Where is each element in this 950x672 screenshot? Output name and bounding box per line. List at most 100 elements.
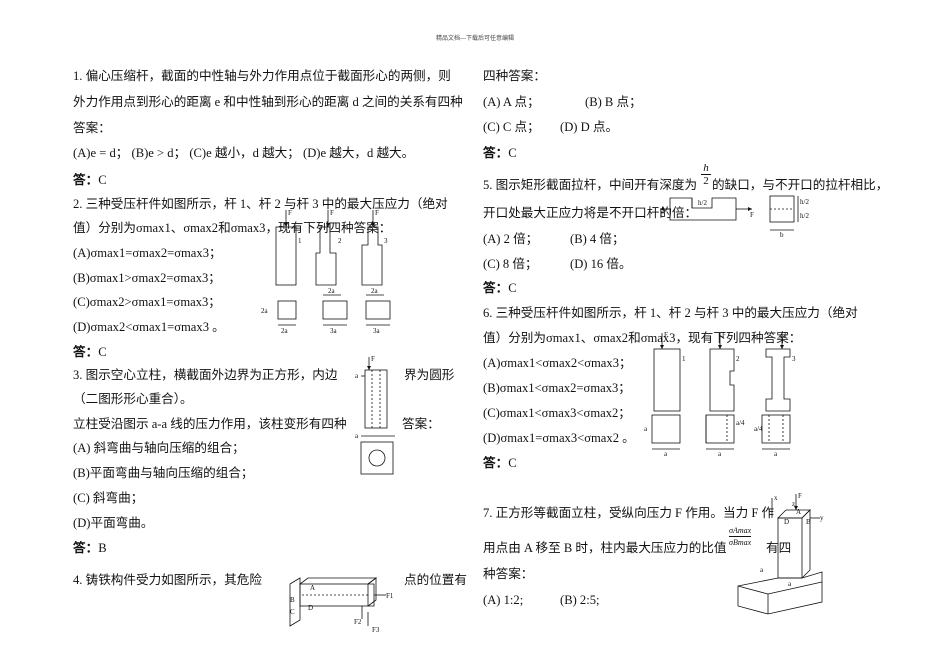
q6-option-a: (A)σmax1<σmax2<σmax3； <box>483 356 632 370</box>
point-label: D <box>308 604 313 612</box>
bar-number: 2 <box>736 355 740 363</box>
q7-line1: 7. 正方形等截面立柱，受纵向压力 F 作用。当力 F 作 <box>483 506 775 520</box>
answer-value: C <box>98 345 107 359</box>
dim-label: h/2 <box>800 198 809 206</box>
force-label: F3 <box>372 626 380 634</box>
dim-label: h/2 <box>698 199 707 207</box>
axis-label: x <box>774 494 778 502</box>
bar-number: 3 <box>384 237 388 245</box>
force-label: F <box>750 211 754 219</box>
q1-line3: 答案： <box>73 121 111 135</box>
answer-label: 答： <box>483 281 509 295</box>
bar-number: 2 <box>338 237 342 245</box>
force-label: F <box>375 209 379 217</box>
force-label: F <box>288 209 292 217</box>
bar-number: 1 <box>298 237 302 245</box>
force-label: F <box>664 331 668 339</box>
dim-label: h/2 <box>800 212 809 220</box>
fraction-numerator: h <box>701 162 711 175</box>
force-label: F <box>660 210 664 218</box>
dim-label: a/4 <box>754 425 763 433</box>
answer-label: 答： <box>483 456 509 470</box>
section-label: a <box>355 372 359 380</box>
fraction-numerator: σAmax <box>729 526 752 537</box>
q1-line2: 外力作用点到形心的距离 e 和中性轴到形心的距离 d 之间的关系有四种 <box>73 95 463 109</box>
axis-label: z <box>792 500 795 508</box>
axis-label: y <box>820 514 824 522</box>
dim-label: 2a <box>371 287 379 295</box>
q6-option-c: (C)σmax1<σmax3<σmax2； <box>483 406 631 420</box>
answer-value: B <box>98 541 107 555</box>
q6-figure: F F F 1 2 3 a a/4 a/4 a a a <box>644 331 796 458</box>
dim-label: a <box>788 580 792 588</box>
dim-label: a <box>718 450 722 458</box>
dim-label: a <box>644 425 648 433</box>
dim-label: a <box>664 450 668 458</box>
q7-figure: x F z B D A y a a <box>737 492 824 615</box>
force-label: F <box>371 355 375 363</box>
q5-figure: h/2 F F h/2 h/2 b <box>660 195 809 239</box>
answer-label: 答： <box>73 541 99 555</box>
q2-option-d: (D)σmax2<σmax1=σmax3 。 <box>73 320 225 334</box>
bar-number: 1 <box>682 355 686 363</box>
q2-option-b: (B)σmax1>σmax2=σmax3； <box>73 271 221 285</box>
q3-figure: F a a <box>355 355 395 475</box>
q7-fraction: σAmax σBmax <box>729 525 752 548</box>
q3-line3b: 答案： <box>402 417 440 431</box>
q5-option-d: (D) 16 倍。 <box>570 257 632 271</box>
q5-line1b: 的缺口，与不开口的拉杆相比， <box>712 178 889 192</box>
q5-option-c: (C) 8 倍； <box>483 257 538 271</box>
dim-label: 3a <box>330 327 338 335</box>
q1-line1: 1. 偏心压缩杆，截面的中性轴与外力作用点位于截面形心的两侧，则 <box>73 69 451 83</box>
fraction-denominator: σBmax <box>729 538 752 547</box>
answer-value: C <box>508 281 517 295</box>
answer-label: 答： <box>483 146 509 160</box>
q5-option-b: (B) 4 倍； <box>570 232 625 246</box>
q4-option-a: (A) A 点； <box>483 95 540 109</box>
dim-label: 3a <box>373 327 381 335</box>
dim-label: 2a <box>281 327 289 335</box>
q3-option-c: (C) 斜弯曲； <box>73 491 144 505</box>
answer-value: C <box>508 146 517 160</box>
dim-label: b <box>780 231 784 239</box>
q4-option-d: (D) D 点。 <box>560 120 619 134</box>
force-label: F <box>722 331 726 339</box>
point-label: B <box>806 518 811 526</box>
q3-option-b: (B)平面弯曲与轴向压缩的组合； <box>73 466 254 480</box>
q2-line1: 2. 三种受压杆件如图所示，杆 1、杆 2 与杆 3 中的最大压应力（绝对 <box>73 197 448 211</box>
page-header: 精品文档---下载后可任意编辑 <box>436 36 514 42</box>
answer-label: 答： <box>73 345 99 359</box>
q2-line2: 值）分别为σmax1、σmax2和σmax3，现有下列四种答案： <box>73 221 392 235</box>
q2-figure: F F F 1 2 3 2a 2a 2a 3a 3a 2a <box>261 209 391 335</box>
q4-option-b: (B) B 点； <box>585 95 642 109</box>
answer-label: 答： <box>73 173 99 187</box>
section-label: a <box>355 432 359 440</box>
q3-line3a: 立柱受沿图示 a-a 线的压力作用，该柱变形有四种 <box>73 417 347 431</box>
q3-option-a: (A) 斜弯曲与轴向压缩的组合； <box>73 441 245 455</box>
q4-figure: A B C D F1 F2 F3 <box>289 577 394 634</box>
bar-number: 3 <box>792 355 796 363</box>
q6-line2: 值）分别为σmax1、σmax2和σmax3，现有下列四种答案： <box>483 331 802 345</box>
q5-option-a: (A) 2 倍； <box>483 232 539 246</box>
dim-label: a <box>760 566 764 574</box>
point-label: A <box>310 584 315 592</box>
point-label: C <box>290 608 295 616</box>
force-label: F <box>784 331 788 339</box>
q4-line2: 四种答案： <box>483 69 546 83</box>
q7-line2a: 用点由 A 移至 B 时，柱内最大压应力的比值 <box>483 541 727 555</box>
q5-line1a: 5. 图示矩形截面拉杆，中间开有深度为 <box>483 178 698 192</box>
q7-line2b: 有四 <box>766 541 792 555</box>
q2-option-a: (A)σmax1=σmax2=σmax3； <box>73 246 222 260</box>
answer-value: C <box>98 173 107 187</box>
force-label: F <box>330 209 334 217</box>
q5-fraction: h 2 <box>701 162 711 187</box>
answer-value: C <box>508 456 517 470</box>
q3-line1b: 界为圆形 <box>404 368 455 382</box>
q4-line1b: 点的位置有 <box>404 573 467 587</box>
dim-label: a <box>774 450 778 458</box>
q6-line1: 6. 三种受压杆件如图所示，杆 1、杆 2 与杆 3 中的最大压应力（绝对 <box>483 306 858 320</box>
q5-line2: 开口处最大正应力将是不开口杆的倍： <box>483 206 698 220</box>
q3-line1a: 3. 图示空心立柱，横截面外边界为正方形，内边 <box>73 368 338 382</box>
dim-label: 2a <box>328 287 336 295</box>
dim-label: a/4 <box>736 419 745 427</box>
